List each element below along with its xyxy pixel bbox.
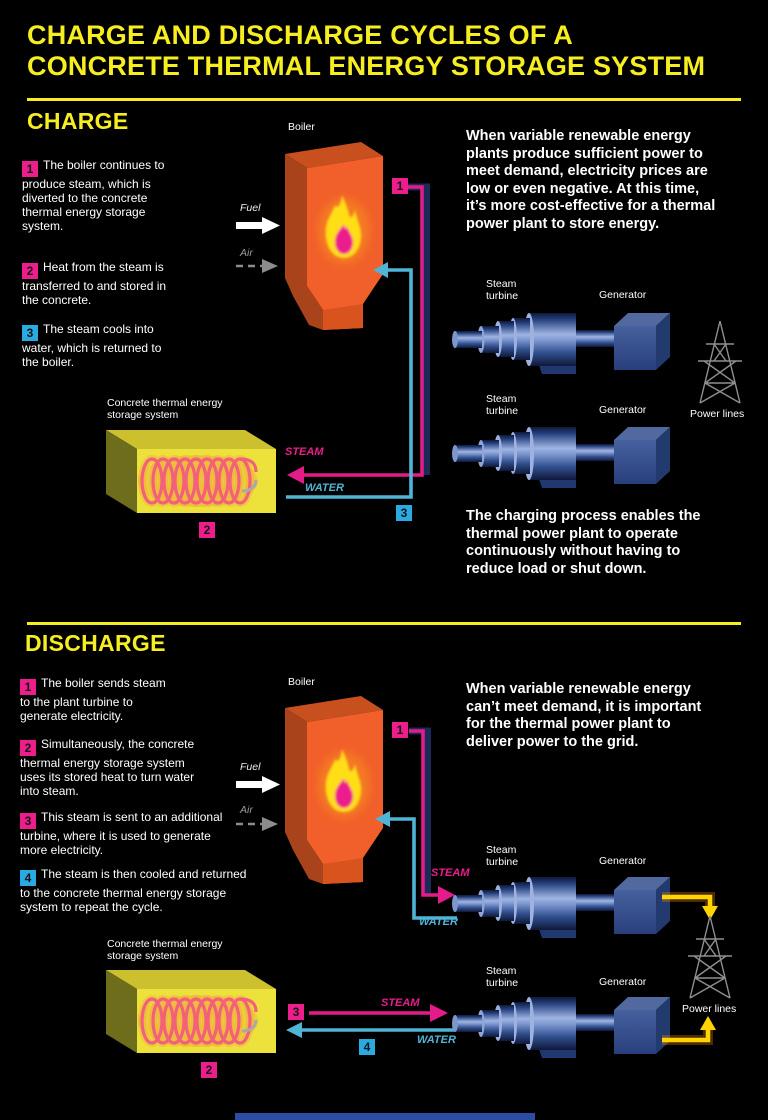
charge-steam-turbine-2-label: Steam turbine [486,393,519,417]
charge-fuel-arrow-icon [236,217,282,234]
charge-intro-paragraph: When variable renewable energy plants pr… [466,128,716,232]
discharge-generator-1-label: Generator [599,855,647,867]
discharge-step-1-text: The boiler sends steam to the plant turb… [20,676,166,723]
charge-generator-1-label: Generator [599,289,647,301]
discharge-step-3-badge: 3 [20,813,36,829]
discharge-flow-badge-3: 3 [288,1004,304,1020]
charge-power-lines-label: Power lines [690,408,745,420]
charge-step-3-text: The steam cools into water, which is ret… [22,322,162,369]
charge-air-arrow-icon [236,258,282,274]
charge-water-flow-label: WATER [305,482,344,494]
page-title: CHARGE AND DISCHARGE CYCLES OF A CONCRET… [27,20,705,82]
charge-storage-label: Concrete thermal energy storage system [107,397,223,421]
discharge-water-flow-label-2: WATER [417,1034,456,1046]
discharge-power-arrow-1 [662,892,718,920]
charge-flow-badge-1: 1 [392,178,408,194]
discharge-steam-flow-label-2: STEAM [381,997,420,1009]
discharge-storage-flow-pipes [286,1004,456,1038]
discharge-step-4-text: The steam is then cooled and returned to… [20,867,247,914]
charge-flow-pipes [286,183,430,499]
discharge-steam-flow-label-1: STEAM [431,867,470,879]
footer-bar [235,1113,535,1120]
discharge-flow-pipes [375,727,457,920]
charge-step-3-badge: 3 [22,325,38,341]
discharge-storage-illustration [106,970,281,1056]
discharge-step-3-text: This steam is sent to an additional turb… [20,810,223,857]
charge-fuel-label: Fuel [240,202,261,214]
charge-boiler-label: Boiler [288,121,315,133]
discharge-storage-label: Concrete thermal energy storage system [107,938,223,962]
discharge-generator-2-label: Generator [599,976,647,988]
discharge-step-2-text: Simultaneously, the concrete thermal ene… [20,737,195,798]
discharge-flow-badge-4: 4 [359,1039,375,1055]
charge-step-1-text: The boiler continues to produce steam, w… [22,158,165,233]
charge-step-1-badge: 1 [22,161,38,177]
discharge-steam-arrowhead-1 [438,886,455,904]
charge-water-arrowhead [373,262,388,278]
charge-steam-arrowhead [287,466,304,484]
discharge-step-2-badge: 2 [20,740,36,756]
discharge-water-arrowhead-1 [375,811,390,827]
discharge-water-flow-label-1: WATER [419,916,458,928]
charge-heading: CHARGE [27,108,129,134]
charge-step-2-text: Heat from the steam is transferred to an… [22,260,167,307]
discharge-steam-arrowhead-2 [430,1004,448,1022]
charge-outro-paragraph: The charging process enables the thermal… [466,508,701,577]
discharge-power-arrow-2 [662,1016,716,1045]
discharge-flow-badge-1: 1 [392,722,408,738]
page-title-line1: CHARGE AND DISCHARGE CYCLES OF A [27,20,573,50]
discharge-air-arrow-icon [236,816,282,832]
discharge-storage-badge-2: 2 [201,1062,217,1078]
charge-storage-badge-2: 2 [199,522,215,538]
charge-step-2-badge: 2 [22,263,38,279]
charge-turbine-generator-1 [452,300,672,378]
discharge-power-lines-tower [686,912,734,1000]
charge-turbine-generator-2 [452,414,672,492]
discharge-heading: DISCHARGE [25,630,166,656]
charge-storage-illustration [106,430,281,516]
discharge-turbine-generator-1 [452,864,672,942]
charge-steam-turbine-1-label: Steam turbine [486,278,519,302]
discharge-water-arrowhead-2 [286,1022,302,1038]
discharge-turbine-generator-2 [452,984,672,1062]
charge-generator-2-label: Generator [599,404,647,416]
divider-top [27,98,741,101]
charge-steam-flow-label: STEAM [285,446,324,458]
discharge-boiler-label: Boiler [288,676,315,688]
discharge-fuel-label: Fuel [240,761,261,773]
charge-air-label: Air [240,247,253,259]
charge-power-lines-tower [696,316,744,406]
discharge-intro-paragraph: When variable renewable energy can’t mee… [466,681,702,750]
discharge-steam-turbine-1-label: Steam turbine [486,844,519,868]
discharge-step-4-badge: 4 [20,870,36,886]
discharge-step-1-badge: 1 [20,679,36,695]
discharge-power-lines-label: Power lines [682,1003,737,1015]
discharge-air-label: Air [240,804,253,816]
charge-flow-badge-3: 3 [396,505,412,521]
discharge-fuel-arrow-icon [236,776,282,793]
discharge-steam-turbine-2-label: Steam turbine [486,965,519,989]
page-title-line2: CONCRETE THERMAL ENERGY STORAGE SYSTEM [27,51,706,81]
divider-middle [27,622,741,625]
